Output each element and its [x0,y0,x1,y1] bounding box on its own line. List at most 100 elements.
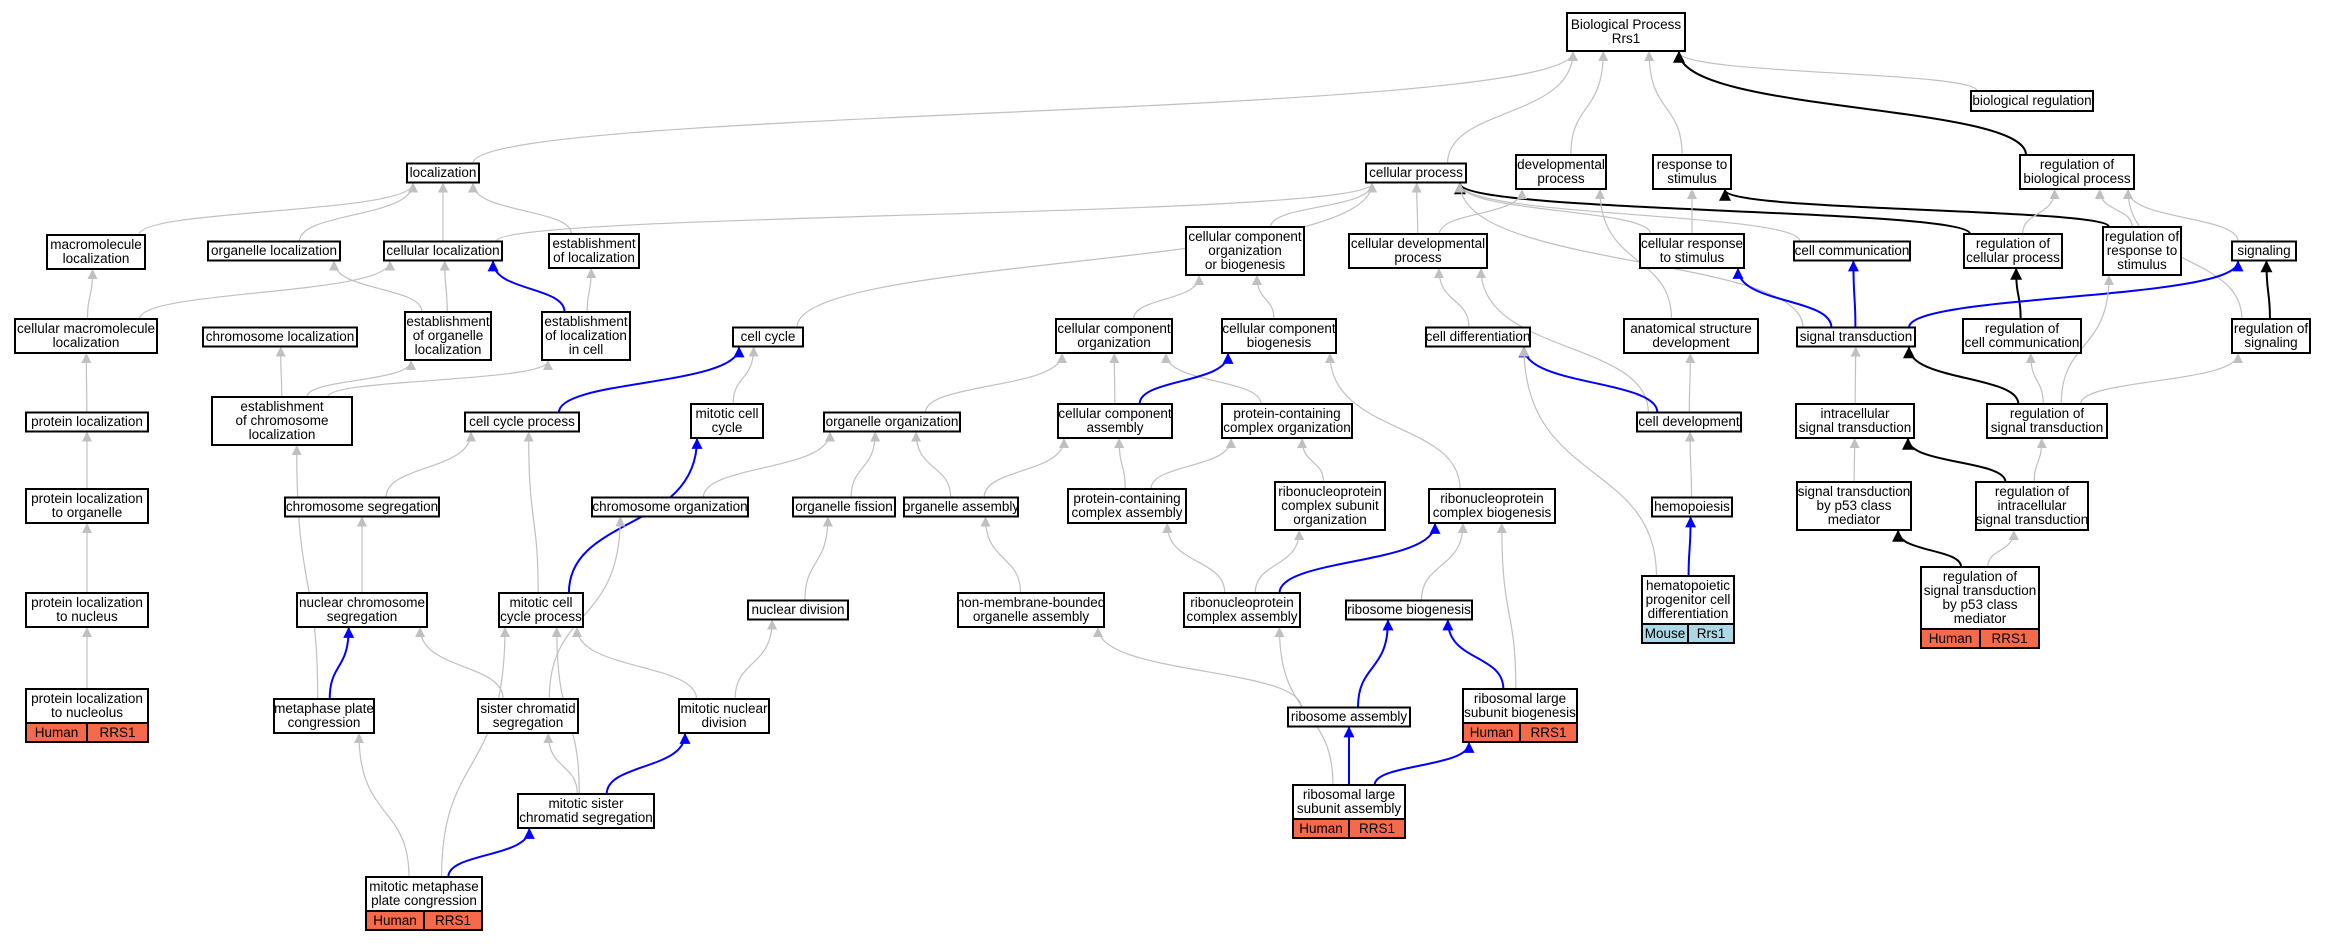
node-box [1796,481,1912,531]
node-label-line: regulation of [2010,406,2085,421]
node-sig[interactable]: signaling [2231,240,2297,262]
node-label-line: complex assembly [1186,609,1297,624]
node-label-line: mitotic nuclear [680,701,768,716]
species-label: Human [1929,631,1973,646]
node-loc[interactable]: localization [406,162,480,184]
node-ra[interactable]: ribosome assembly [1287,706,1411,728]
edge-dev-to-bp [1570,51,1609,156]
node-cc[interactable]: cell communication [1793,240,1911,262]
edge-st-to-cc [1847,260,1859,328]
node-label-line: cellular localization [386,243,499,258]
node-breg[interactable]: biological regulation [1970,90,2094,112]
node-box [1057,403,1173,439]
node-st[interactable]: signal transduction [1796,326,1916,348]
node-label-line: localization [410,165,477,180]
node-rb[interactable]: ribosome biogenesis [1345,599,1473,621]
node-cyc[interactable]: cell cycle [732,326,804,348]
node-label-line: to nucleolus [51,705,123,720]
edge-scs-to-cho [548,516,626,700]
node-cdiff[interactable]: cell differentiation [1425,326,1531,348]
node-pl[interactable]: protein localization [25,411,149,433]
gene-label: RRS1 [99,725,135,740]
node-box [14,318,158,354]
node-oo[interactable]: organelle organization [823,411,961,433]
node-chl[interactable]: chromosome localization [202,326,358,348]
node-cdev[interactable]: cell development [1636,411,1742,433]
node-box [1292,784,1406,820]
node-label-line: subunit biogenesis [1464,705,1576,720]
node-chs[interactable]: chromosome segregation [284,496,440,518]
node-ccp[interactable]: cell cycle process [464,411,580,433]
node-label-line: establishment [544,314,628,329]
edge-cc-to-cp [1455,182,1801,242]
node-label-line: organelle localization [211,243,337,258]
edge-cml-to-cl [138,260,395,320]
edge-rbp-to-bp [1673,50,2027,156]
node-box [2231,240,2297,262]
node-hemo[interactable]: hemopoiesis [1651,496,1733,518]
node-ol[interactable]: organelle localization [207,240,341,262]
node-box [792,496,896,518]
node-cp[interactable]: cellular process [1365,162,1467,184]
node-nd[interactable]: nuclear division [747,599,849,621]
node-cho[interactable]: chromosome organization [591,496,749,518]
edge-elc-to-eol [586,268,597,313]
node-box [1623,318,1759,354]
node-box [1185,226,1305,276]
node-cl[interactable]: cellular localization [383,240,503,262]
species-label: Human [35,725,79,740]
node-label-line: protein localization [31,491,143,506]
node-oa[interactable]: organelle assembly [903,496,1020,518]
node-box [25,411,149,433]
node-of[interactable]: organelle fission [792,496,896,518]
edge-mpc-to-ncs [328,626,355,700]
edge-pcca-to-pcco [1150,438,1236,490]
